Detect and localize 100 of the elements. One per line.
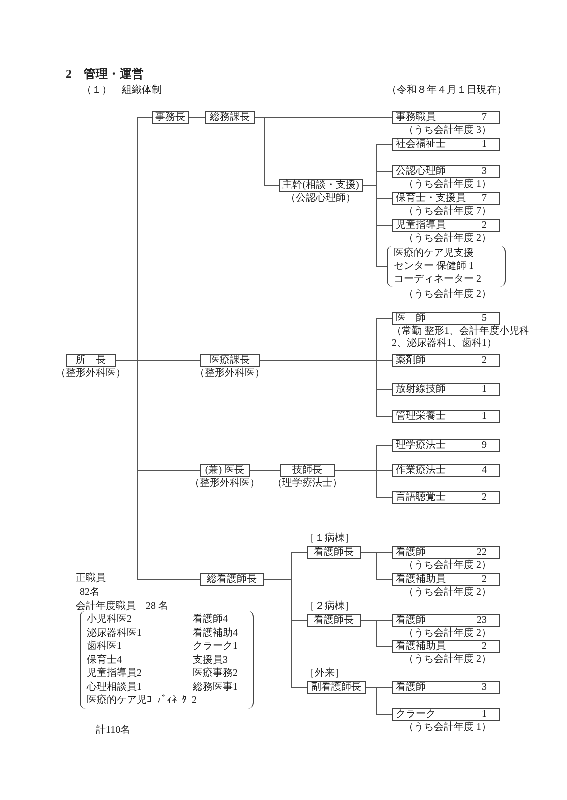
fiscal-year-note: （うち会計年度 2）	[404, 654, 492, 665]
staff-breakdown-item: 看護師4	[193, 614, 228, 625]
position-box: 看護師長	[307, 614, 361, 627]
position-box: 主幹(相談・支援)	[279, 179, 363, 192]
staff-box	[392, 464, 500, 477]
job-title: 事務職員	[396, 112, 436, 123]
staff-count: 4	[482, 465, 487, 476]
staff-box	[392, 111, 500, 124]
connector-line	[362, 185, 388, 267]
qualification-note: （整形外科医）	[190, 478, 260, 489]
staff-box	[392, 354, 500, 367]
staff-breakdown-note: （常勤 整形1、会計年度小児科2、泌尿器科1、歯科1）	[392, 326, 530, 350]
section-title: 2 管理・運営	[66, 67, 144, 81]
staff-breakdown-item: 歯科医1	[87, 641, 122, 652]
staff-box	[392, 573, 500, 586]
staff-count: 2	[482, 574, 487, 585]
staff-note-text: コーディネーター 2	[394, 273, 482, 286]
job-title: 看護補助員	[396, 641, 446, 652]
fiscal-year-note: （うち会計年度 7）	[404, 206, 492, 217]
job-title: 放射線技師	[396, 384, 446, 395]
staff-count: 2	[482, 220, 487, 231]
fiscal-year-note: （うち会計年度 2）	[404, 628, 492, 639]
staff-breakdown-item: 医療的ケア児ｺｰﾃﾞｨﾈｰﾀｰ2	[87, 695, 197, 706]
job-title: 看護師	[396, 682, 426, 693]
staff-breakdown-item: 小児科医2	[87, 614, 132, 625]
fiscal-year-note: （うち会計年度 1）	[404, 722, 492, 733]
fiscal-year-note: （うち会計年度 2）	[404, 560, 492, 571]
position-box: 看護師長	[307, 546, 361, 559]
connector-line	[254, 117, 280, 186]
job-title: 看護師	[396, 615, 426, 626]
job-title: 看護補助員	[396, 574, 446, 585]
staff-box	[392, 546, 500, 559]
ward-heading: ［２病棟］	[305, 601, 355, 612]
position-box: 医療課長	[200, 354, 260, 367]
staff-count: 1	[482, 411, 487, 422]
staff-box	[392, 165, 500, 178]
staff-breakdown-item: 支援員3	[193, 654, 228, 666]
job-title: 社会福祉士	[396, 139, 446, 150]
grand-total: 計110名	[96, 725, 131, 736]
job-title: 医 師	[396, 313, 426, 324]
connector-line	[264, 579, 308, 688]
position-box: 総看護師長	[200, 573, 264, 586]
staff-count: 3	[482, 166, 487, 177]
staff-breakdown-item: 泌尿器科医1	[87, 628, 142, 638]
staff-breakdown-item: クラーク1	[193, 641, 238, 652]
fiscal-year-note: （うち会計年度 3）	[404, 125, 492, 136]
staff-box	[392, 410, 500, 423]
staff-count: 3	[482, 682, 487, 693]
ward-heading: ［１病棟］	[305, 533, 355, 544]
staff-box	[392, 681, 500, 694]
staff-box	[392, 640, 500, 653]
fiscal-year-note: （うち会計年度 2）	[404, 233, 492, 244]
staff-count: 2	[482, 641, 487, 652]
staff-count: 2	[482, 492, 487, 503]
connector-line	[360, 552, 392, 580]
staff-count: 1	[482, 384, 487, 395]
job-title: 作業療法士	[396, 465, 446, 476]
date-note: （令和８年４月１日現在）	[387, 85, 507, 96]
staff-box	[392, 439, 500, 452]
staff-count: 1	[482, 709, 487, 720]
staff-breakdown-item: 看護補助4	[193, 628, 238, 638]
position-box: 所 長	[66, 354, 116, 367]
qualification-note: （整形外科医）	[56, 368, 126, 379]
staff-box	[392, 491, 500, 504]
job-title: 理学療法士	[396, 440, 446, 451]
connector-line	[334, 470, 392, 498]
ward-heading: ［外来］	[305, 668, 345, 679]
staff-box	[392, 138, 500, 151]
fiscal-year-note: （うち会計年度 2）	[404, 289, 492, 300]
position-box: 副看護師長	[307, 681, 366, 694]
connector-line	[366, 687, 392, 715]
staff-count-text: 82名	[80, 587, 100, 598]
fiscal-year-note: （うち会計年度 1）	[404, 179, 492, 190]
job-title: 看護師	[396, 547, 426, 558]
job-title: 言語聴覚士	[396, 492, 446, 503]
connector-line	[188, 117, 206, 118]
staff-box	[392, 192, 500, 205]
staff-count: 23	[477, 615, 487, 626]
fiscal-year-note: （うち会計年度 2）	[404, 587, 492, 598]
staff-count: 2	[482, 355, 487, 366]
position-box: (兼) 医長	[200, 464, 250, 477]
staff-count: 22	[477, 547, 487, 558]
staff-count: 5	[482, 313, 487, 324]
staff-box	[392, 614, 500, 627]
staff-box	[392, 219, 500, 232]
connector-line	[260, 360, 392, 417]
staff-box	[392, 312, 500, 325]
qualification-note: （整形外科医）	[195, 368, 265, 379]
job-title: 公認心理師	[396, 166, 446, 177]
position-box: 総務課長	[205, 111, 255, 124]
staff-breakdown-item: 児童指導員2	[87, 668, 142, 679]
staff-note-text: 医療的ケア児支援センター 保健師 1	[394, 247, 475, 273]
connector-line	[250, 470, 280, 471]
bracketed-note	[387, 246, 506, 287]
staff-breakdown-item: 医療事務2	[193, 668, 238, 679]
job-title: 保育士・支援員	[396, 193, 466, 204]
staff-count: 9	[482, 440, 487, 451]
job-title: クラーク	[396, 709, 436, 720]
staff-category-label: 正職員	[76, 573, 106, 584]
staff-category-label: 会計年度職員 28 名	[76, 601, 168, 612]
